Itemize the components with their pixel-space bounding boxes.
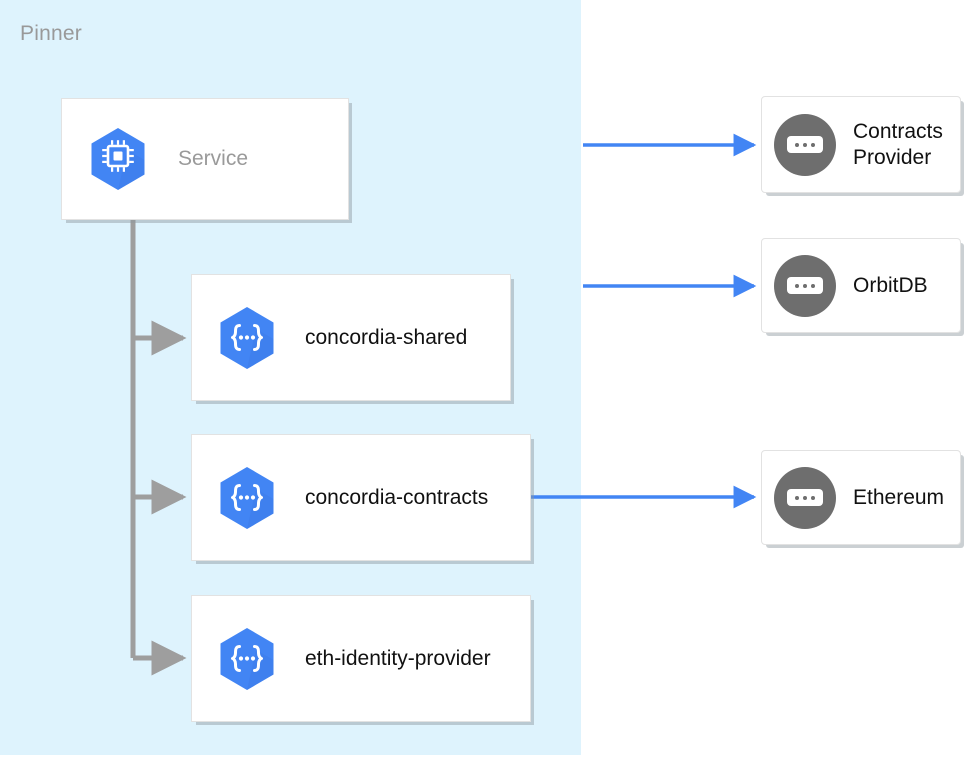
group-label: Pinner	[20, 22, 82, 45]
node-label: eth-identity-provider	[305, 646, 491, 670]
node-label: Service	[178, 147, 249, 171]
cpu-chip-hexagon-icon	[89, 127, 147, 191]
node-ethereum[interactable]: Ethereum	[761, 450, 961, 545]
node-label: Ethereum	[853, 485, 945, 509]
pill-shape	[787, 489, 823, 506]
generic-service-circle-icon	[774, 254, 836, 317]
node-label: Contracts Provider	[853, 119, 943, 169]
generic-service-circle-icon	[774, 113, 836, 176]
node-orbitdb[interactable]: OrbitDB	[761, 238, 961, 333]
node-service[interactable]: Service	[61, 98, 349, 220]
code-braces-hexagon-icon	[218, 466, 276, 530]
node-label: concordia-contracts	[305, 485, 489, 509]
code-braces-hexagon-icon	[218, 627, 276, 691]
code-braces-hexagon-icon	[218, 306, 276, 370]
pill-shape	[787, 136, 823, 153]
node-label: concordia-shared	[305, 325, 468, 349]
generic-service-circle-icon	[774, 466, 836, 529]
node-contracts-provider[interactable]: Contracts Provider	[761, 96, 961, 193]
node-concordia-contracts[interactable]: concordia-contracts	[191, 434, 531, 561]
pill-shape	[787, 277, 823, 294]
node-eth-identity-provider[interactable]: eth-identity-provider	[191, 595, 531, 722]
node-label: OrbitDB	[853, 273, 928, 297]
node-concordia-shared[interactable]: concordia-shared	[191, 274, 511, 401]
